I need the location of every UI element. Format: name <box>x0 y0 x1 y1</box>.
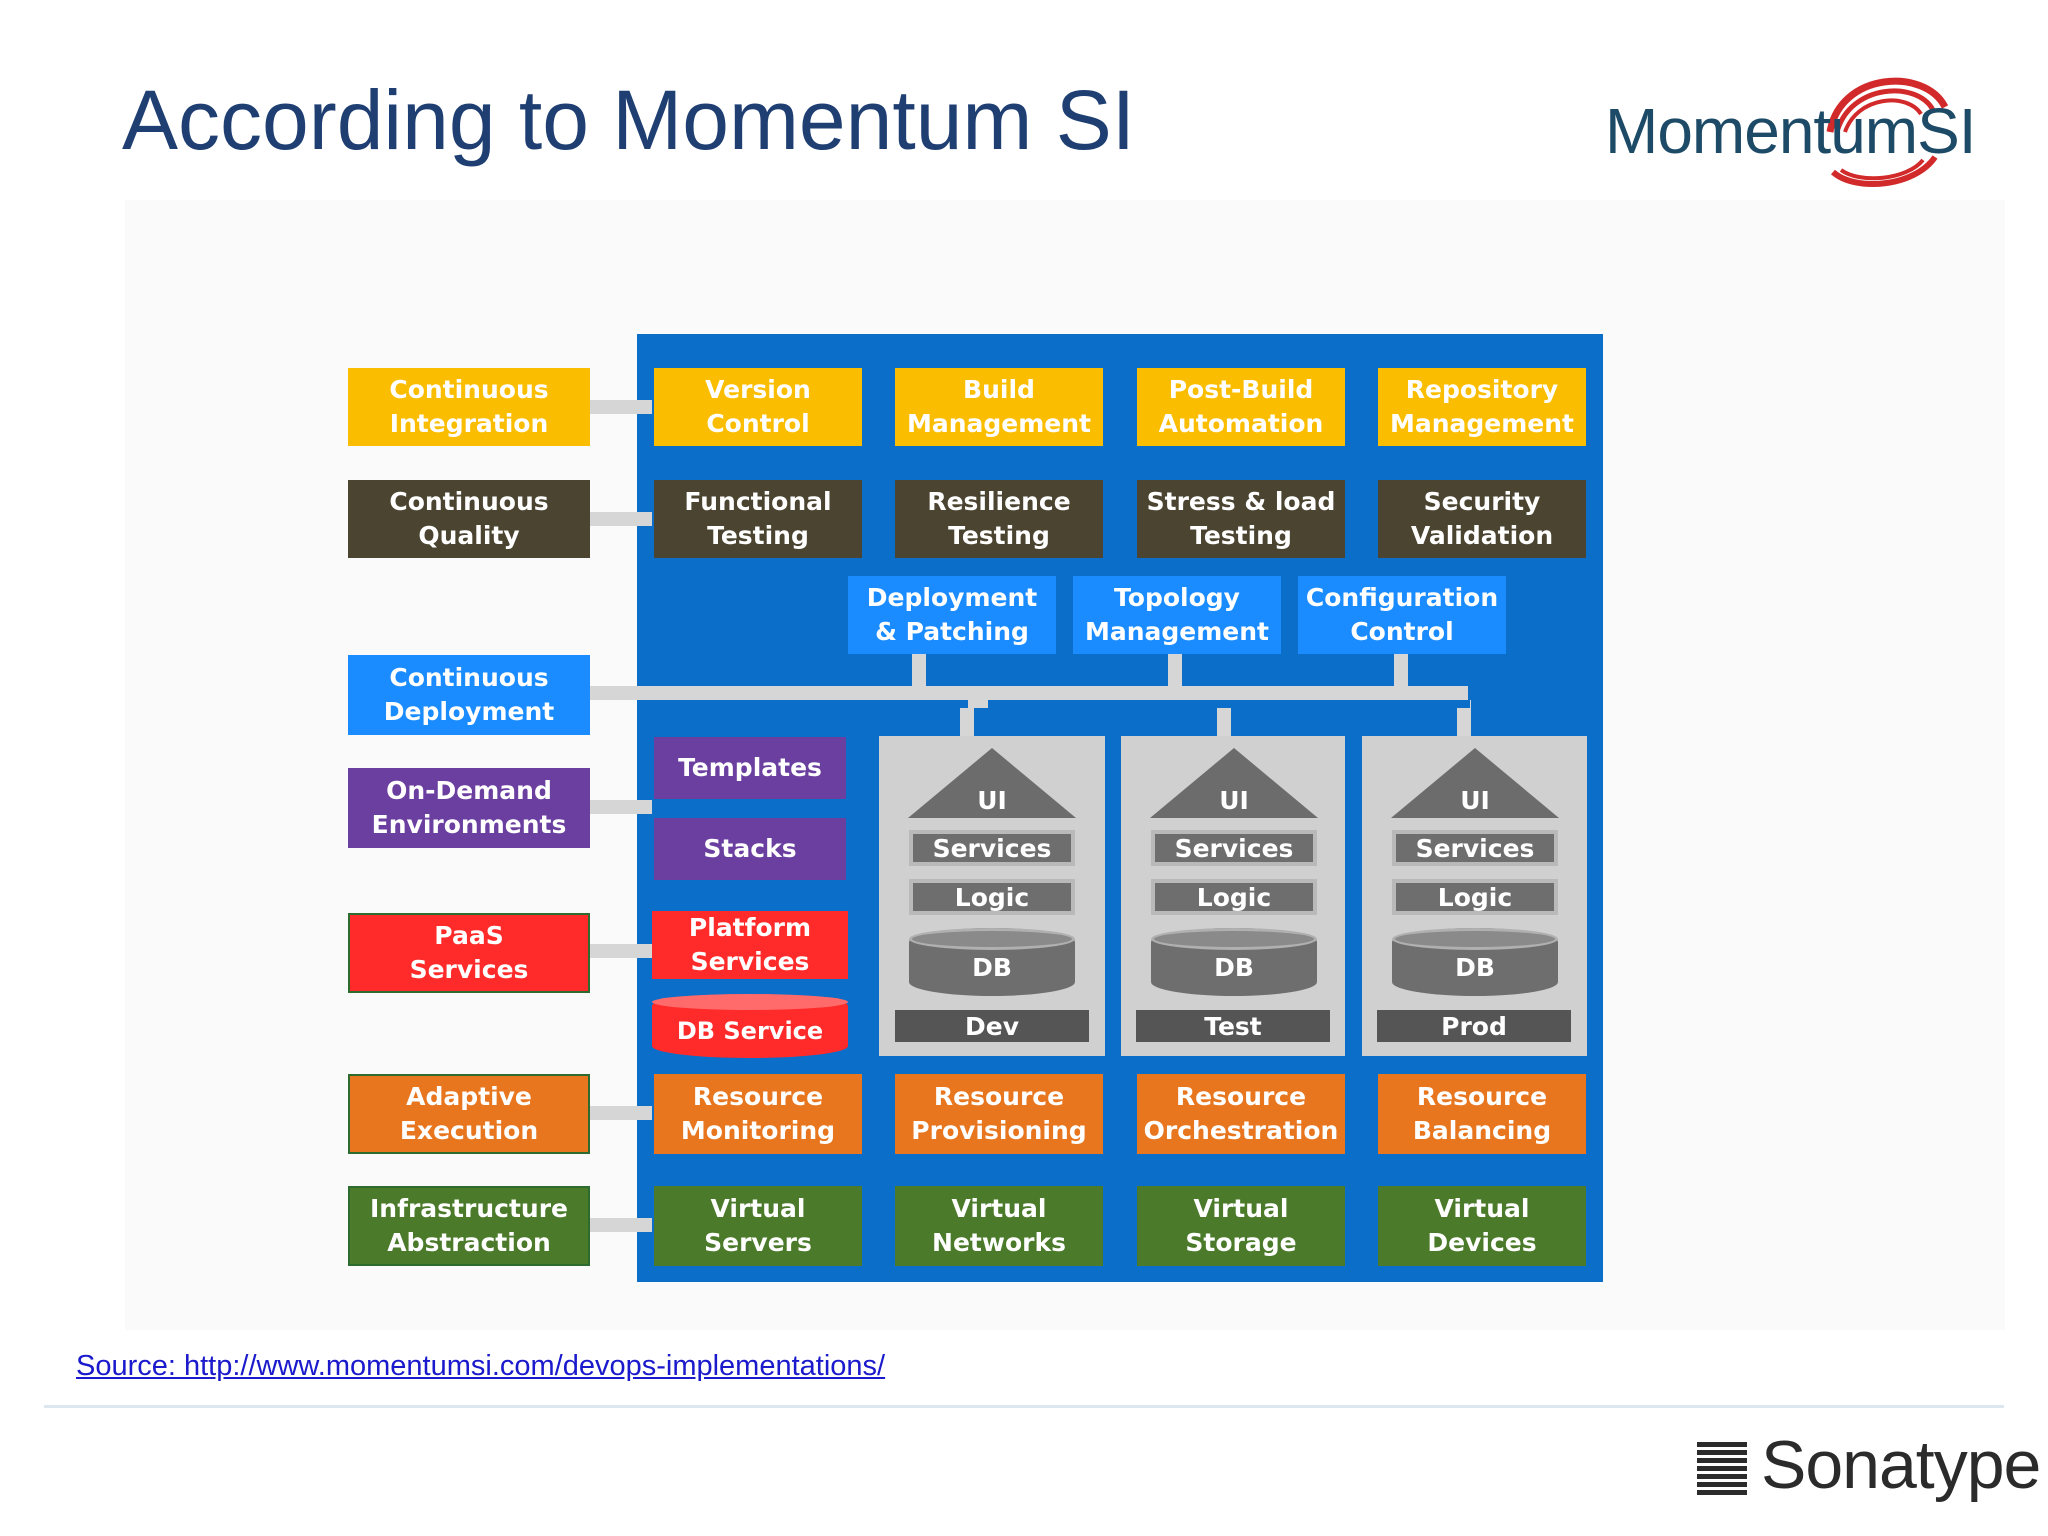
db-cylinder-top <box>652 994 848 1010</box>
connector-paas <box>588 944 652 958</box>
connector-ia <box>588 1218 652 1232</box>
ae-resource-balancing: Resource Balancing <box>1378 1074 1586 1154</box>
test-services-layer: Services <box>1151 830 1317 866</box>
connector-topology-bus <box>1168 654 1182 700</box>
cq-resilience-testing: Resilience Testing <box>895 480 1103 558</box>
ae-resource-provisioning: Resource Provisioning <box>895 1074 1103 1154</box>
connector-deploy-bus <box>912 654 926 700</box>
sonatype-logo-text: Sonatype <box>1761 1427 2041 1503</box>
cd-configuration-control: Configuration Control <box>1298 576 1506 654</box>
momentumsi-logo: MomentumSI <box>1605 62 1985 192</box>
dev-db-layer: DB <box>909 928 1075 996</box>
ia-virtual-devices: Virtual Devices <box>1378 1186 1586 1266</box>
ci-build-management: Build Management <box>895 368 1103 446</box>
ia-virtual-servers: Virtual Servers <box>654 1186 862 1266</box>
prod-db-label: DB <box>1455 952 1495 982</box>
dev-ui-triangle <box>908 748 1076 818</box>
ci-version-control: Version Control <box>654 368 862 446</box>
dev-logic-layer: Logic <box>909 879 1075 915</box>
category-on-demand-environments: On-Demand Environments <box>348 768 590 848</box>
prod-services-layer: Services <box>1392 830 1558 866</box>
category-infrastructure-abstraction: Infrastructure Abstraction <box>348 1186 590 1266</box>
cq-stress-load-testing: Stress & load Testing <box>1137 480 1345 558</box>
category-continuous-quality: Continuous Quality <box>348 480 590 558</box>
test-db-label: DB <box>1214 952 1254 982</box>
env-label-dev: Dev <box>895 1010 1089 1042</box>
momentumsi-logo-text: MomentumSI <box>1605 95 1977 167</box>
ci-post-build-automation: Post-Build Automation <box>1137 368 1345 446</box>
env-label-prod: Prod <box>1377 1010 1571 1042</box>
ia-virtual-networks: Virtual Networks <box>895 1186 1103 1266</box>
connector-ode <box>588 800 652 814</box>
cd-topology-management: Topology Management <box>1073 576 1281 654</box>
test-ui-triangle <box>1150 748 1318 818</box>
ae-resource-monitoring: Resource Monitoring <box>654 1074 862 1154</box>
dev-services-layer: Services <box>909 830 1075 866</box>
sonatype-logo: Sonatype <box>1695 1427 2041 1508</box>
prod-db-layer: DB <box>1392 928 1558 996</box>
connector-bus-test <box>1217 700 1231 736</box>
dev-db-label: DB <box>972 952 1012 982</box>
connector-bus-dev <box>960 700 974 736</box>
sonatype-stripes-icon <box>1697 1442 1747 1495</box>
connector-config-bus <box>1394 654 1408 700</box>
ae-resource-orchestration: Resource Orchestration <box>1137 1074 1345 1154</box>
test-logic-layer: Logic <box>1151 879 1317 915</box>
connector-ci <box>588 400 652 414</box>
category-continuous-deployment: Continuous Deployment <box>348 655 590 735</box>
category-paas-services: PaaS Services <box>348 913 590 993</box>
slide-title: According to Momentum SI <box>122 73 1136 167</box>
cd-deployment-patching: Deployment & Patching <box>848 576 1056 654</box>
cq-security-validation: Security Validation <box>1378 480 1586 558</box>
paas-db-service-cylinder: DB Service <box>652 994 848 1058</box>
ia-virtual-storage: Virtual Storage <box>1137 1186 1345 1266</box>
connector-ae <box>588 1106 652 1120</box>
bus-gap <box>960 700 1470 708</box>
prod-logic-layer: Logic <box>1392 879 1558 915</box>
dev-ui-label: UI <box>977 786 1007 815</box>
ci-repository-management: Repository Management <box>1378 368 1586 446</box>
env-label-test: Test <box>1136 1010 1330 1042</box>
category-continuous-integration: Continuous Integration <box>348 368 590 446</box>
paas-platform-services: Platform Services <box>652 911 848 979</box>
ode-templates: Templates <box>654 737 846 799</box>
bus-join-1 <box>968 700 988 708</box>
test-ui-label: UI <box>1219 786 1249 815</box>
connector-bus-prod <box>1457 700 1471 736</box>
footer-divider <box>44 1405 2004 1408</box>
prod-ui-triangle <box>1391 748 1559 818</box>
category-adaptive-execution: Adaptive Execution <box>348 1074 590 1154</box>
connector-cq <box>588 512 652 526</box>
connector-cd-bus <box>588 686 1468 700</box>
prod-ui-label: UI <box>1460 786 1490 815</box>
cq-functional-testing: Functional Testing <box>654 480 862 558</box>
ode-stacks: Stacks <box>654 818 846 880</box>
source-link[interactable]: Source: http://www.momentumsi.com/devops… <box>76 1350 886 1382</box>
paas-db-service: DB Service <box>676 1017 824 1045</box>
momentumsi-swoosh-icon <box>1826 77 1949 187</box>
test-db-layer: DB <box>1151 928 1317 996</box>
